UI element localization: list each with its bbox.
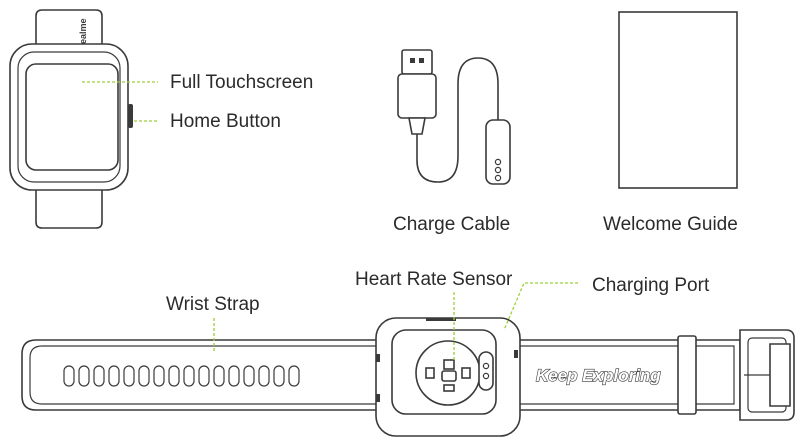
watch-top-strap — [35, 9, 103, 47]
heart-rate-sensor — [443, 359, 455, 370]
strap-hole — [258, 365, 270, 387]
strap-hole — [198, 365, 210, 387]
strap-holes — [63, 365, 300, 387]
sensor-window — [441, 370, 457, 382]
connector-pin-2 — [494, 166, 502, 174]
watch-bezel — [17, 51, 121, 183]
strap-hole — [123, 365, 135, 387]
strap-hole — [153, 365, 165, 387]
strap-hole — [168, 365, 180, 387]
home-button — [128, 104, 133, 128]
strap-hole — [288, 365, 300, 387]
touchscreen-label: Full Touchscreen — [170, 72, 313, 93]
strap-hole — [78, 365, 90, 387]
watch-brand-text: realme — [78, 18, 88, 47]
guide-booklet — [618, 11, 738, 189]
strap-keeper — [677, 335, 697, 415]
strap-slogan: Keep Exploring — [536, 366, 661, 385]
lug-right-top — [514, 350, 518, 358]
sensor-label: Heart Rate Sensor — [355, 269, 513, 290]
strap-hole — [138, 365, 150, 387]
port-leader — [503, 282, 578, 331]
charging-pin-1 — [482, 362, 490, 370]
strap-hole — [63, 365, 75, 387]
port-label: Charging Port — [592, 275, 710, 296]
sensor-led-right — [461, 367, 471, 379]
cable-wire — [416, 57, 499, 183]
home-button-label: Home Button — [170, 111, 281, 132]
strap-hole — [273, 365, 285, 387]
strap-label: Wrist Strap — [166, 294, 260, 315]
strap-hole — [213, 365, 225, 387]
welcome-guide: Welcome Guide — [603, 11, 738, 235]
strap-hole — [228, 365, 240, 387]
case-back-slot — [426, 318, 456, 321]
right-strap-inner — [494, 345, 735, 405]
strap-hole — [108, 365, 120, 387]
usb-strain-relief — [408, 117, 426, 135]
usb-housing — [397, 73, 437, 119]
usb-plug — [401, 49, 433, 75]
cable-connector — [485, 119, 511, 185]
cable-label: Charge Cable — [393, 214, 510, 235]
lug-left-top — [376, 354, 380, 362]
left-strap-inner — [29, 345, 384, 405]
connector-pin-1 — [494, 158, 502, 166]
charging-port — [478, 351, 494, 391]
strap-hole — [183, 365, 195, 387]
usb-slot-right — [419, 58, 424, 63]
strap-hole — [243, 365, 255, 387]
guide-label: Welcome Guide — [603, 214, 738, 235]
lug-left-bottom — [376, 394, 380, 402]
usb-slot-left — [410, 58, 415, 63]
buckle-tip — [769, 343, 791, 407]
sensor-led-bottom — [443, 384, 455, 392]
watch-case — [9, 43, 129, 191]
connector-pin-3 — [494, 174, 502, 182]
strap-hole — [93, 365, 105, 387]
watch-front: realme Full Touchscreen Home Button — [9, 9, 313, 229]
left-strap — [21, 339, 385, 411]
charging-pin-2 — [482, 372, 490, 380]
sensor-led-left — [425, 367, 435, 379]
watch-screen — [25, 63, 119, 171]
charge-cable: Charge Cable — [393, 49, 511, 235]
watch-bottom-strap — [35, 185, 103, 229]
watch-back-view: Keep Exploring Wrist Strap Heart Rate Se… — [21, 269, 795, 437]
